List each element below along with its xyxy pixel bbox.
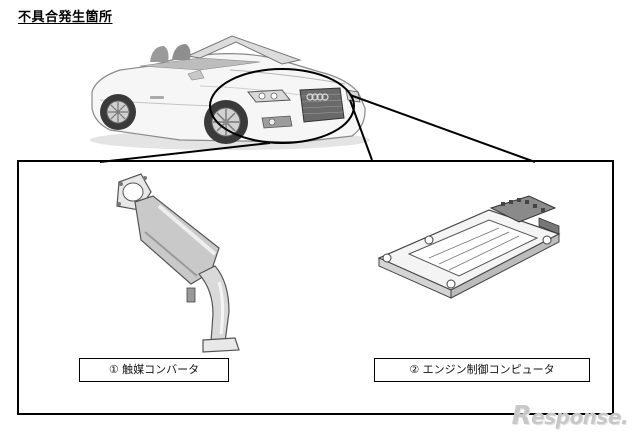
response-watermark-logo: Response. <box>511 401 629 431</box>
parts-detail-box: ① 触媒コンバータ ② エンジン制御コンピュータ <box>17 160 614 415</box>
watermark-text: esponse. <box>531 405 628 429</box>
watermark-initial: R <box>511 401 532 431</box>
part-label-engine-control-unit: ② エンジン制御コンピュータ <box>374 358 590 382</box>
part-label-catalytic-converter: ① 触媒コンバータ <box>79 358 229 382</box>
engine-control-unit-illustration <box>377 195 561 299</box>
page-title: 不具合発生箇所 <box>18 10 113 25</box>
catalytic-converter-illustration <box>116 173 240 353</box>
